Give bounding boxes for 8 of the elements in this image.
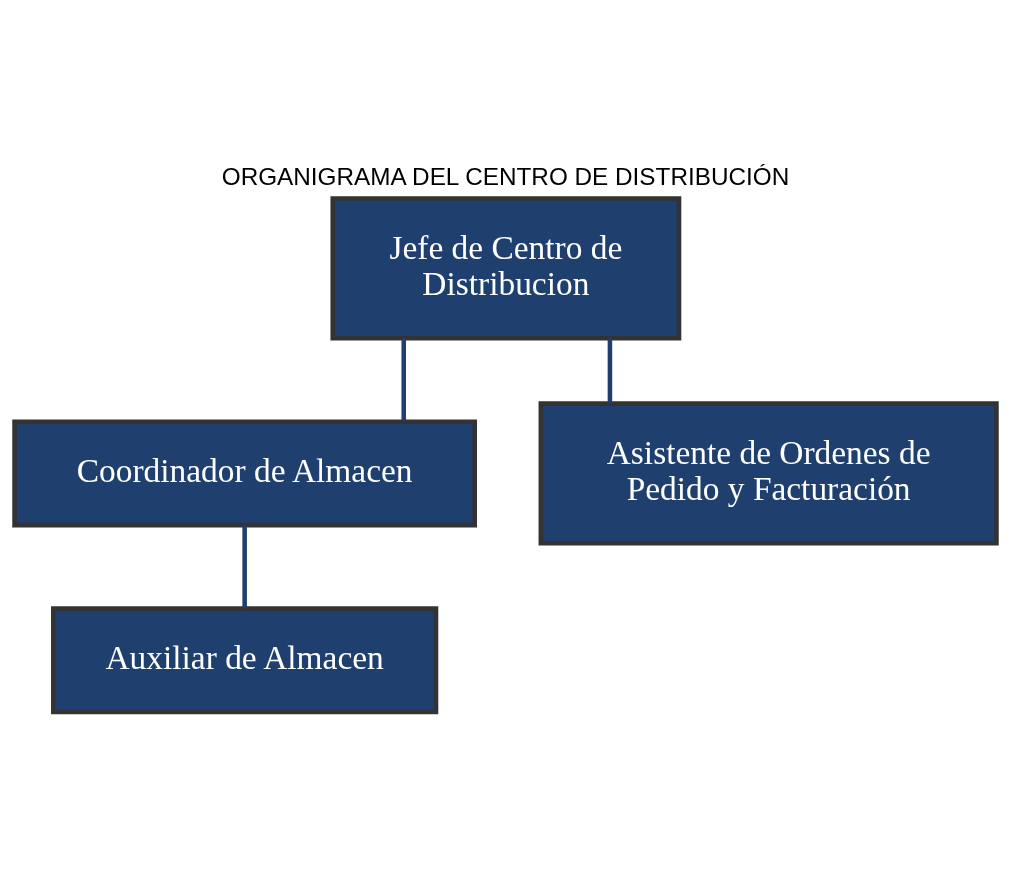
node-box: Jefe de Centro de Distribucion xyxy=(330,196,682,341)
connector xyxy=(401,338,406,422)
connector xyxy=(607,338,613,404)
node-box: Auxiliar de Almacen xyxy=(51,606,439,715)
node-box: Asistente de Ordenes de Pedido y Facturación xyxy=(538,401,999,546)
connector xyxy=(242,525,247,609)
diagram-title: ORGANIGRAMA DEL CENTRO DE DISTRIBUCIÓN xyxy=(221,162,790,190)
node-box: Coordinador de Almacen xyxy=(12,419,477,528)
